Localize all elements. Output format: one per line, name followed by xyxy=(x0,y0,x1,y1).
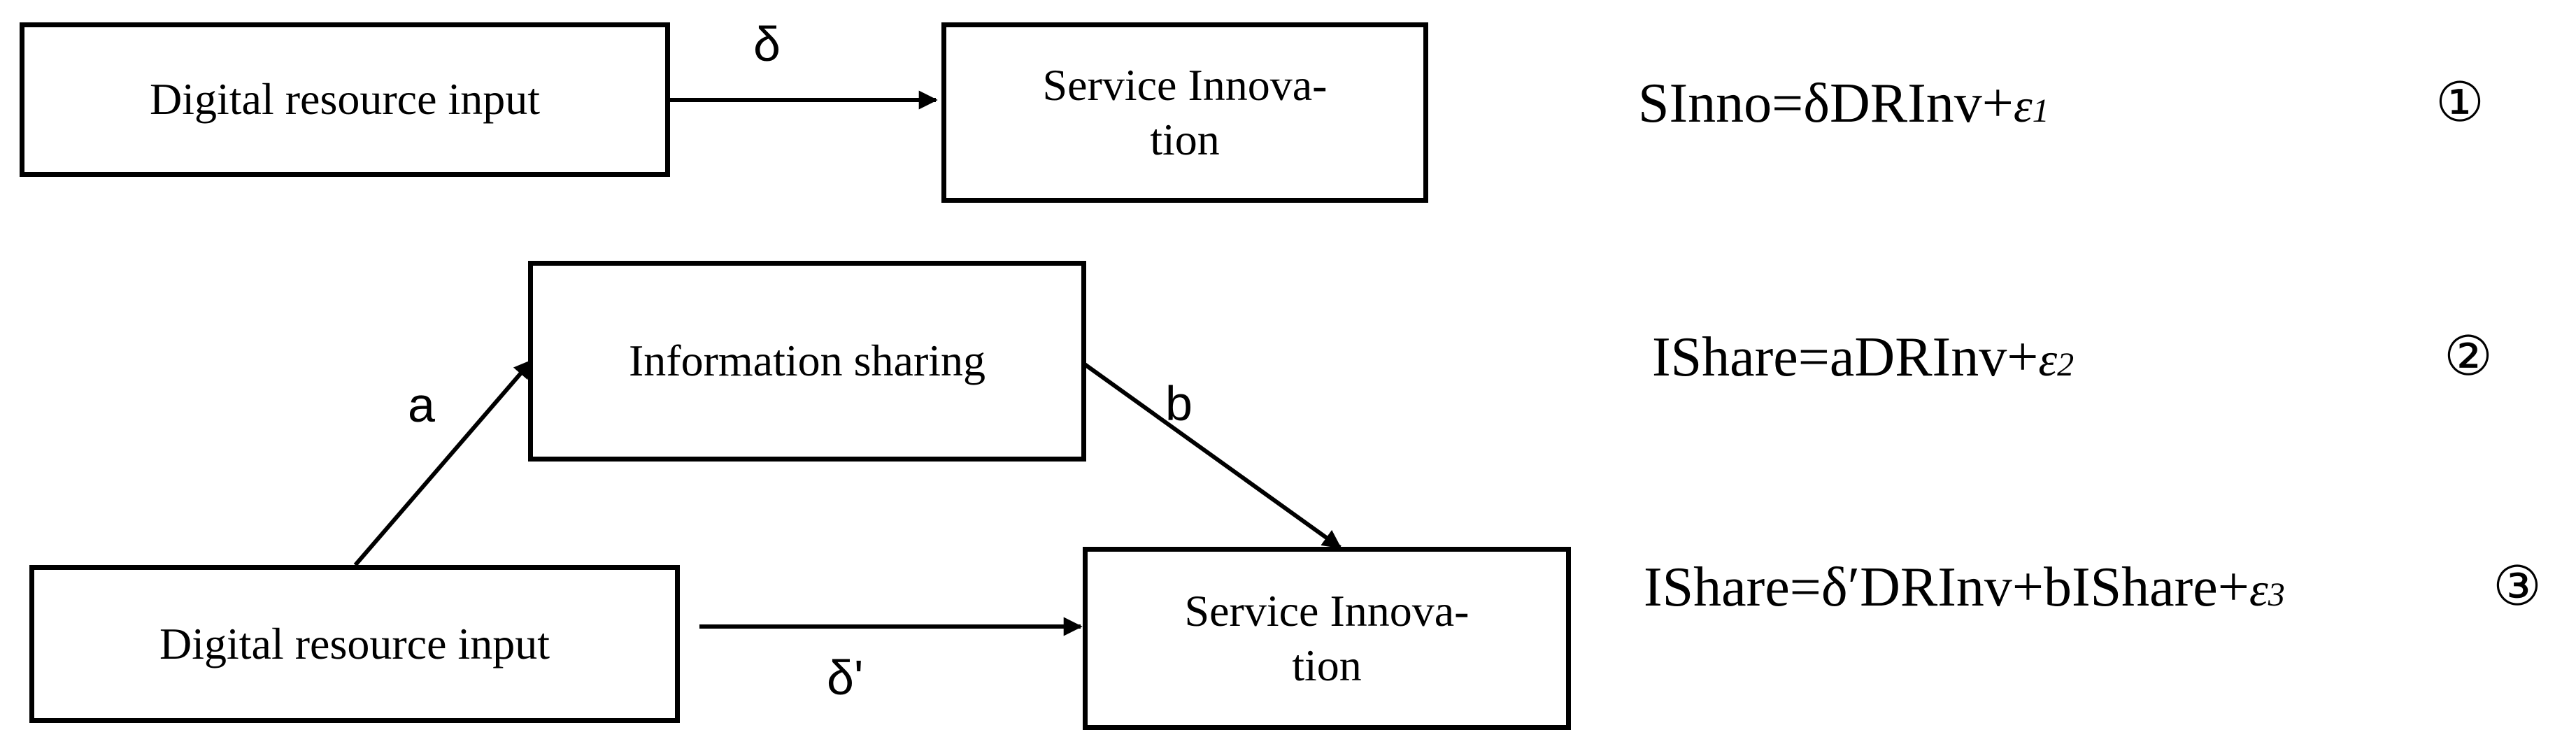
equation-3: IShare=δ′DRInv+bIShare+ε3 xyxy=(1644,559,2285,615)
service-innovation-label-top: Service Innova- tion xyxy=(1042,59,1328,164)
digital-resource-input-label-bottom: Digital resource input xyxy=(159,618,550,668)
service-innovation-box-top: Service Innova- tion xyxy=(941,22,1428,203)
equation-1-text: SInno=δDRInv+ xyxy=(1638,73,2014,134)
information-sharing-label: Information sharing xyxy=(628,336,986,386)
equation-3-number: ③ xyxy=(2493,555,2542,618)
a-label: a xyxy=(408,378,435,432)
equation-1: SInno=δDRInv+ε1 xyxy=(1638,76,2049,131)
arrow-b xyxy=(1081,361,1342,550)
digital-resource-input-label-top: Digital resource input xyxy=(149,74,541,124)
arrow-a xyxy=(353,359,534,566)
equation-1-number: ① xyxy=(2435,71,2484,134)
equation-1-subscript: 1 xyxy=(2032,92,2049,129)
information-sharing-box: Information sharing xyxy=(528,261,1086,462)
equation-2-number: ② xyxy=(2444,325,2493,388)
service-innovation-box-bottom: Service Innova- tion xyxy=(1083,547,1571,730)
equation-2-text: IShare=aDRInv+ xyxy=(1652,327,2039,388)
delta-prime-label: δ' xyxy=(827,650,864,705)
equation-2-epsilon: ε2 xyxy=(2038,333,2075,386)
equation-3-text: IShare=δ′DRInv+bIShare+ xyxy=(1644,557,2249,618)
service-innovation-label-bottom: Service Innova- tion xyxy=(1184,585,1470,690)
digital-resource-input-box-top: Digital resource input xyxy=(20,22,670,177)
digital-resource-input-box-bottom: Digital resource input xyxy=(29,565,680,723)
delta-label: δ xyxy=(753,17,781,71)
b-label: b xyxy=(1165,376,1193,431)
equation-2-subscript: 2 xyxy=(2057,346,2075,383)
equation-2: IShare=aDRInv+ε2 xyxy=(1652,329,2074,385)
equation-3-subscript: 3 xyxy=(2268,576,2285,613)
equation-3-epsilon: ε3 xyxy=(2249,563,2285,616)
equation-1-epsilon: ε1 xyxy=(2013,79,2049,132)
